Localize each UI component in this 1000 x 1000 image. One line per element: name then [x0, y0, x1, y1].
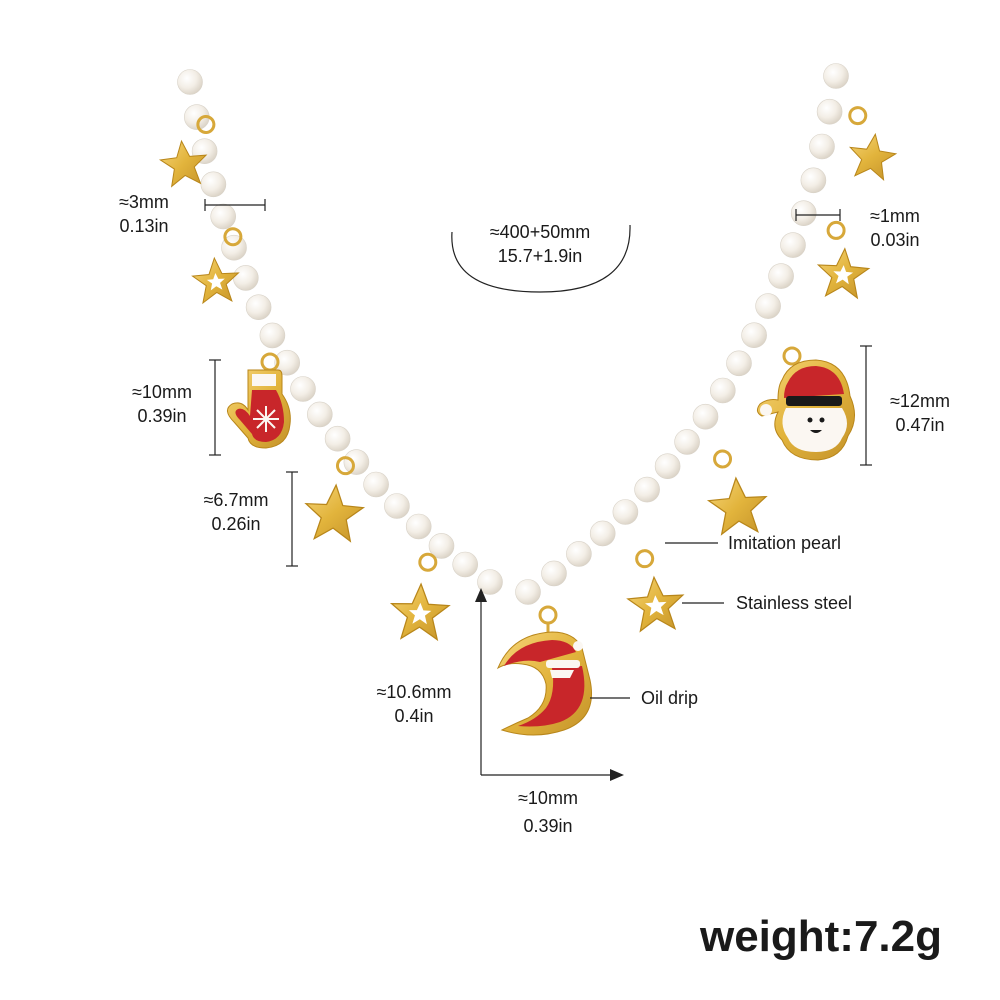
star-charm-icon — [158, 114, 216, 188]
pearl-bead — [612, 499, 639, 525]
bead-width-marker — [204, 199, 266, 211]
pearl-bead — [589, 520, 616, 547]
pearl-bead — [780, 232, 806, 258]
star-in: 0.26in — [211, 514, 261, 534]
pearl-bead — [768, 263, 794, 289]
length-in: 15.7+1.9in — [497, 246, 583, 266]
pearl-bead — [654, 453, 681, 480]
pearl-bead — [823, 63, 849, 89]
length-label: ≈400+50mm 15.7+1.9in — [470, 220, 610, 268]
santa-height-marker — [860, 345, 872, 466]
right-pearl-strand — [515, 63, 849, 605]
pearl-bead — [210, 203, 236, 230]
hollow-star-charm-icon — [625, 549, 686, 633]
mitten-in: 0.39in — [137, 406, 187, 426]
length-arc — [451, 224, 631, 293]
hollow-star-charm-icon — [190, 227, 243, 305]
mitten-height-marker — [209, 359, 221, 456]
chain-size-label: ≈1mm 0.03in — [855, 204, 935, 252]
pearl-bead — [177, 69, 203, 95]
pearl-bead — [692, 403, 719, 430]
star-size-label: ≈6.7mm 0.26in — [186, 488, 286, 536]
santa-in: 0.47in — [895, 415, 945, 435]
pearl-bead — [306, 401, 333, 428]
pearl-bead — [343, 449, 370, 475]
santa-charm-icon — [756, 346, 855, 461]
mitten-size-label: ≈10mm 0.39in — [112, 380, 212, 428]
moon-height-mm: ≈10.6mm — [376, 682, 452, 702]
bead-size-mm: ≈3mm — [119, 192, 169, 212]
chain-mm: ≈1mm — [870, 206, 920, 226]
bead-size-label: ≈3mm 0.13in — [104, 190, 184, 238]
pearl-bead — [755, 293, 781, 319]
santa-size-label: ≈12mm 0.47in — [872, 389, 968, 437]
star-mm: ≈6.7mm — [203, 490, 269, 510]
left-pearl-strand — [177, 69, 503, 595]
pearl-bead — [259, 322, 286, 349]
moon-width-in: 0.39in — [523, 816, 573, 836]
pearl-bead — [405, 513, 432, 540]
star-height-marker — [286, 471, 298, 567]
pearl-bead — [541, 560, 567, 587]
moon-santa-charm-icon — [496, 605, 592, 736]
pearl-bead — [428, 533, 455, 559]
moon-height-in: 0.4in — [394, 706, 434, 726]
moon-height-label: ≈10.6mm 0.4in — [354, 680, 474, 728]
chain-width-marker — [795, 209, 841, 221]
mitten-charm-icon — [227, 352, 291, 449]
pearl-bead — [274, 349, 301, 376]
pearl-bead — [790, 200, 817, 226]
star-charm-icon — [302, 456, 366, 543]
pearl-bead — [245, 294, 272, 321]
moon-width-label: ≈10mm 0.39in — [488, 786, 608, 838]
imitation-pearl-callout: Imitation pearl — [728, 533, 842, 553]
length-mm: ≈400+50mm — [489, 222, 591, 242]
pearl-bead — [452, 551, 479, 578]
hollow-star-charm-icon — [389, 552, 451, 641]
star-charm-icon — [706, 449, 770, 536]
pearl-bead — [515, 579, 541, 605]
pearl-bead — [816, 98, 843, 125]
pearl-bead — [709, 377, 736, 404]
pearl-bead — [800, 167, 827, 194]
pearl-bead — [477, 569, 503, 595]
weight-label: weight:7.2g — [699, 912, 942, 961]
pearl-bead — [384, 493, 410, 519]
stainless-steel-callout: Stainless steel — [736, 593, 853, 613]
moon-width-mm: ≈10mm — [518, 788, 578, 808]
pearl-bead — [809, 133, 835, 160]
santa-mm: ≈12mm — [890, 391, 950, 411]
pearl-bead — [674, 429, 700, 455]
oil-drip-callout: Oil drip — [641, 688, 699, 708]
pearl-bead — [566, 541, 592, 567]
bead-size-in: 0.13in — [119, 216, 169, 236]
mitten-mm: ≈10mm — [132, 382, 192, 402]
pearl-bead — [200, 171, 227, 198]
pearl-bead — [290, 376, 316, 402]
hollow-star-charm-icon — [815, 220, 871, 300]
star-charm-icon — [845, 106, 899, 182]
pearl-bead — [741, 322, 767, 349]
moon-axes-marker — [475, 588, 624, 781]
pearl-bead — [634, 476, 660, 503]
pearl-bead — [324, 425, 351, 452]
pearl-bead — [363, 471, 389, 498]
pearl-bead — [726, 350, 752, 377]
pearl-bead — [233, 265, 259, 291]
chain-in: 0.03in — [870, 230, 920, 250]
